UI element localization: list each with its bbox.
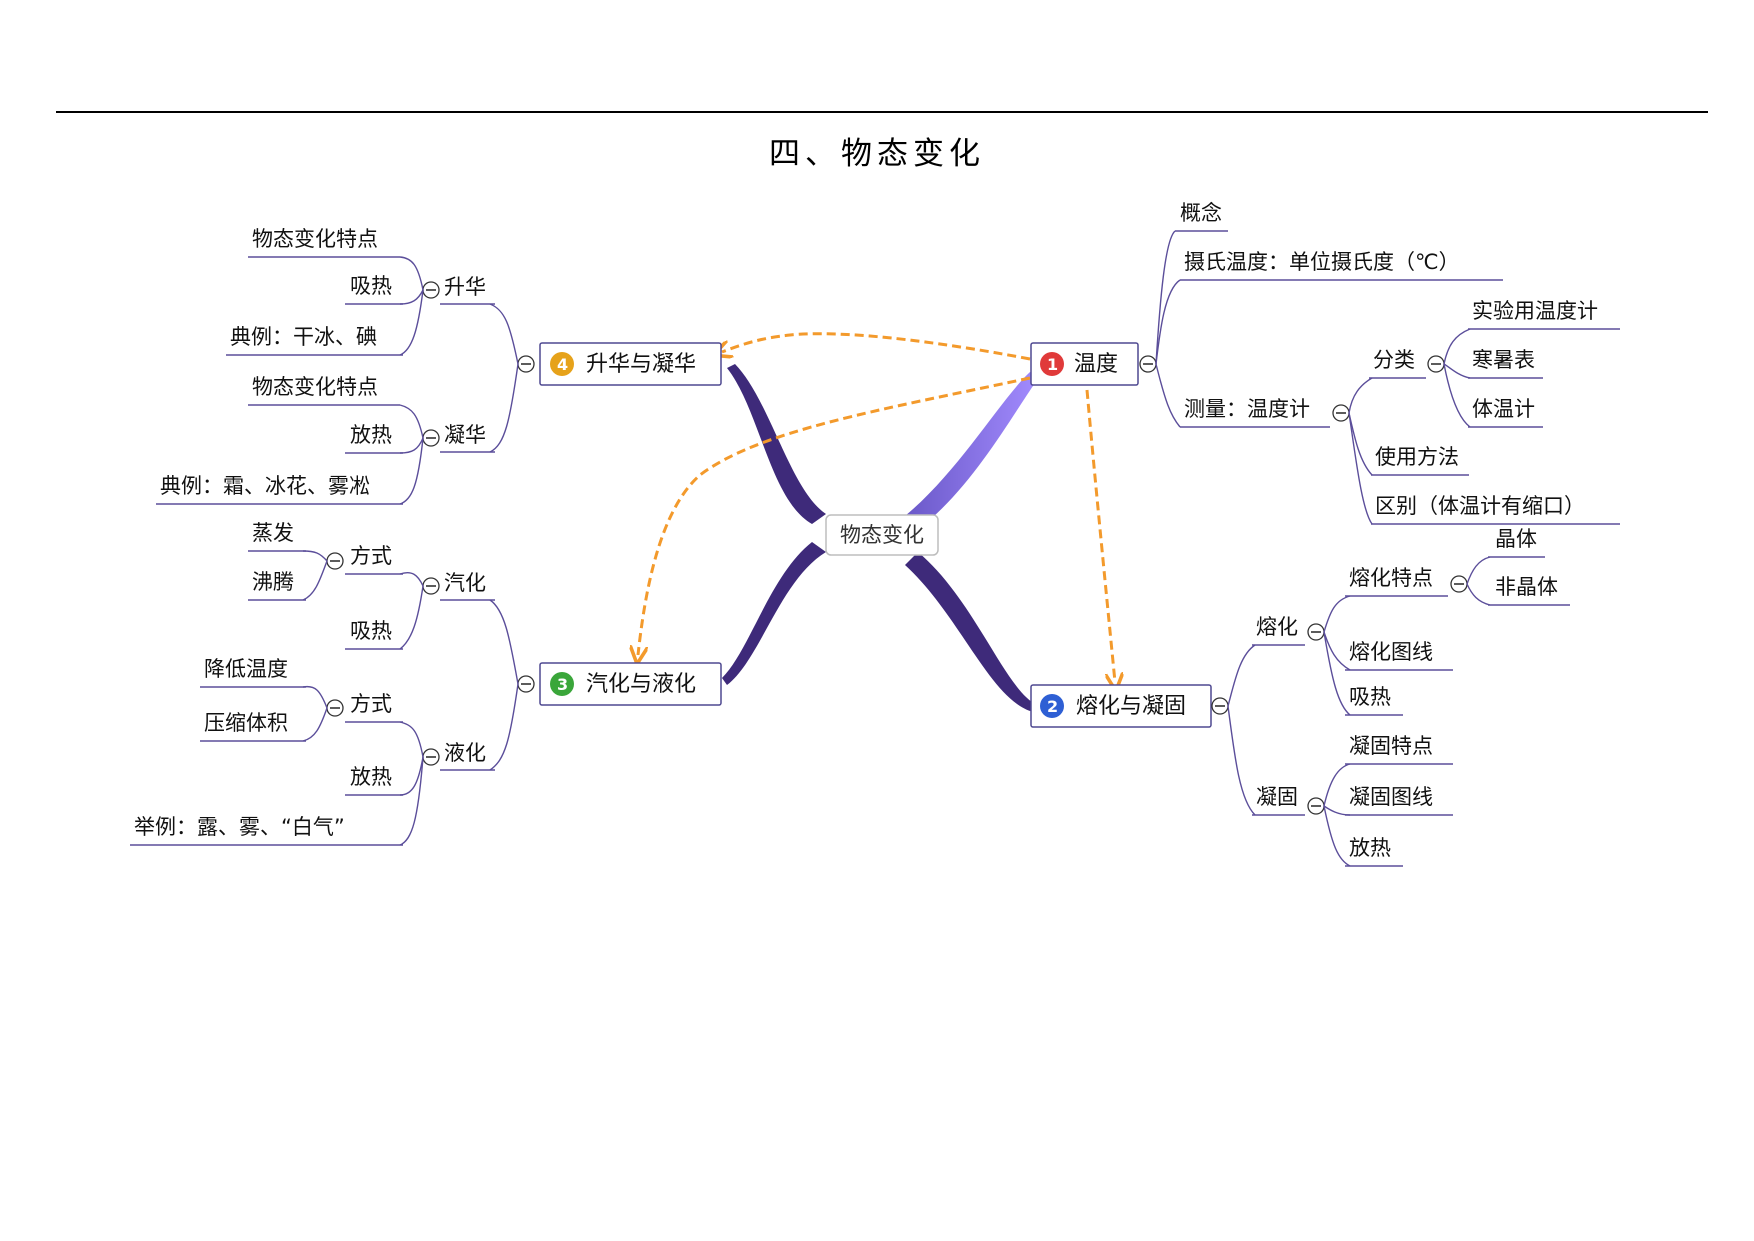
svg-text:3: 3	[557, 675, 568, 694]
collapse-icon[interactable]	[1307, 797, 1325, 815]
central-topic[interactable]: 物态变化	[825, 514, 939, 556]
collapse-icon[interactable]	[1450, 575, 1468, 593]
node-absorb-heat: 吸热	[350, 274, 392, 298]
node-melting-features: 熔化特点	[1349, 566, 1433, 590]
topic-label: 温度	[1074, 352, 1118, 377]
node-compress-volume: 压缩体积	[204, 711, 288, 735]
collapse-icon[interactable]	[326, 699, 344, 717]
node-vaporization: 汽化	[444, 571, 486, 595]
node-release-heat: 放热	[350, 765, 392, 789]
node-release-heat: 放热	[1349, 836, 1391, 860]
node-celsius: 摄氏温度：单位摄氏度（℃）	[1184, 250, 1460, 274]
node-solidification-features: 凝固特点	[1349, 734, 1433, 758]
top-rule	[56, 111, 1708, 113]
node-lab-thermometer: 实验用温度计	[1472, 299, 1598, 323]
collapse-icon[interactable]	[422, 281, 440, 299]
node-lower-temperature: 降低温度	[204, 657, 288, 681]
central-topic-label: 物态变化	[840, 523, 924, 547]
trunk-to-sublimation	[727, 364, 826, 524]
topic-melting-solidification[interactable]: 2 熔化与凝固	[1030, 684, 1212, 728]
node-examples-dry-ice: 典例：干冰、碘	[230, 325, 377, 349]
topic-label: 熔化与凝固	[1076, 694, 1186, 719]
collapse-icon[interactable]	[422, 429, 440, 447]
collapse-icon[interactable]	[1307, 623, 1325, 641]
collapse-icon[interactable]	[517, 355, 535, 373]
topic-label: 汽化与液化	[586, 672, 696, 697]
number-3-icon	[550, 672, 574, 696]
node-liquefaction-methods: 方式	[350, 692, 392, 716]
node-liquefaction: 液化	[444, 741, 486, 765]
node-absorb-heat: 吸热	[1349, 685, 1391, 709]
page-title: 四、物态变化	[769, 136, 985, 172]
svg-text:2: 2	[1047, 697, 1058, 716]
node-vaporization-methods: 方式	[350, 544, 392, 568]
svg-text:4: 4	[557, 355, 568, 374]
node-solidification-curve: 凝固图线	[1349, 785, 1433, 809]
number-1-icon	[1040, 352, 1064, 376]
node-examples-dew-fog: 举例：露、雾、“白气”	[134, 815, 345, 839]
node-deposition-features: 物态变化特点	[252, 375, 378, 399]
collapse-icon[interactable]	[1211, 697, 1229, 715]
trunk-to-vaporization	[722, 542, 826, 685]
node-clinical-thermometer: 体温计	[1472, 397, 1535, 421]
node-solidification: 凝固	[1256, 785, 1298, 809]
trunk-to-temperature	[905, 372, 1040, 528]
node-difference: 区别（体温计有缩口）	[1375, 494, 1585, 518]
number-4-icon	[550, 352, 574, 376]
number-2-icon	[1040, 694, 1064, 718]
node-evaporation: 蒸发	[252, 521, 294, 545]
node-absorb-heat: 吸热	[350, 619, 392, 643]
node-measurement: 测量：温度计	[1184, 397, 1310, 421]
node-classification: 分类	[1373, 348, 1415, 372]
node-examples-frost: 典例：霜、冰花、雾凇	[160, 474, 370, 498]
collapse-icon[interactable]	[1139, 355, 1157, 373]
node-weather-thermometer: 寒暑表	[1472, 348, 1535, 372]
node-release-heat: 放热	[350, 423, 392, 447]
node-crystal: 晶体	[1495, 527, 1537, 551]
collapse-icon[interactable]	[422, 577, 440, 595]
svg-text:1: 1	[1047, 355, 1058, 374]
node-melting-curve: 熔化图线	[1349, 640, 1433, 664]
node-amorphous: 非晶体	[1495, 575, 1558, 599]
collapse-icon[interactable]	[326, 552, 344, 570]
node-sublimation-features: 物态变化特点	[252, 227, 378, 251]
topic-sublimation-deposition[interactable]: 4 升华与凝华	[539, 342, 722, 386]
trunk-to-melting	[905, 552, 1037, 712]
topic-temperature[interactable]: 1 温度	[1030, 342, 1139, 386]
topic-vaporization-liquefaction[interactable]: 3 汽化与液化	[539, 662, 722, 706]
relation-temp-to-vaporization	[638, 376, 1031, 655]
collapse-icon[interactable]	[517, 675, 535, 693]
node-sublimation: 升华	[444, 275, 486, 299]
topic-label: 升华与凝华	[586, 352, 696, 377]
relation-temp-to-sublimation	[722, 332, 1031, 361]
node-boiling: 沸腾	[252, 570, 294, 594]
collapse-icon[interactable]	[1332, 404, 1350, 422]
collapse-icon[interactable]	[422, 748, 440, 766]
relation-temp-to-melting	[1085, 389, 1115, 682]
node-concept: 概念	[1180, 201, 1222, 225]
node-melting: 熔化	[1256, 615, 1298, 639]
collapse-icon[interactable]	[1427, 355, 1445, 373]
node-usage: 使用方法	[1375, 445, 1459, 469]
node-deposition: 凝华	[444, 423, 486, 447]
